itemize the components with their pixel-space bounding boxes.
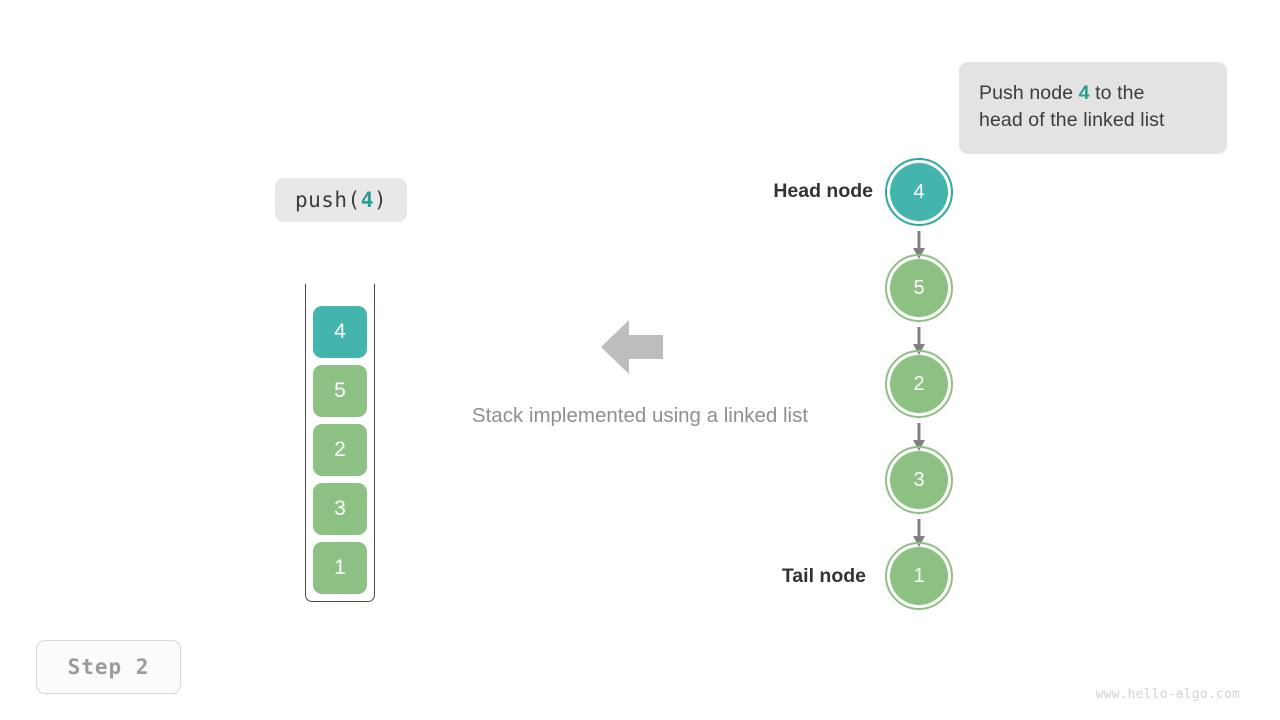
operation-open-paren: ( [347,188,361,212]
linked-list-node: 1 [885,542,953,610]
stack-cell-list: 4 5 2 3 1 [313,306,367,601]
linked-list-edge [908,423,930,451]
linked-list-node-value: 3 [913,468,925,491]
linked-list-node-value: 1 [913,564,925,587]
callout-highlight-value: 4 [1078,82,1090,104]
node-ring [885,350,953,418]
operation-argument: 4 [360,188,374,212]
stack-cell: 5 [313,365,367,417]
node-ring [885,542,953,610]
node-ring [885,254,953,322]
arrow-left-icon [601,318,663,376]
node-ring [885,158,953,226]
stack-cell: 3 [313,483,367,535]
stack-cell: 2 [313,424,367,476]
linked-list-node-value: 4 [913,180,925,203]
stack-cell-value: 3 [334,497,346,520]
callout-text-before: Push node [979,82,1079,104]
tail-node-label: Tail node [781,565,866,587]
watermark: www.hello-algo.com [1095,687,1240,702]
linked-list-node-value: 5 [913,276,925,299]
linked-list-node: 4 [885,158,953,226]
linked-list-node: 3 [885,446,953,514]
operation-close-paren: ) [373,188,388,212]
callout-tooltip: Push node 4 to the head of the linked li… [959,62,1227,154]
center-caption: Stack implemented using a linked list [471,404,809,427]
stack-frame [305,284,375,602]
linked-list-edge [908,327,930,355]
callout-line-2: head of the linked list [979,109,1165,131]
linked-list-edge [908,519,930,547]
linked-list-edge [908,231,930,259]
stack-visual: 4 5 2 3 1 [305,284,375,602]
stack-cell-value: 4 [334,320,346,343]
linked-list-node: 5 [885,254,953,322]
linked-list-node-value: 2 [913,372,925,395]
callout-text-after: to the [1089,82,1145,104]
operation-name: push [294,188,348,212]
stack-cell-value: 1 [334,556,346,579]
stack-cell: 1 [313,542,367,594]
operation-pill: push(4) [275,178,407,222]
stack-cell-value: 5 [334,379,346,402]
stack-cell: 4 [313,306,367,358]
node-ring [885,446,953,514]
head-node-label: Head node [773,180,873,202]
stack-cell-value: 2 [334,438,346,461]
linked-list-node: 2 [885,350,953,418]
step-badge: Step 2 [36,640,181,694]
